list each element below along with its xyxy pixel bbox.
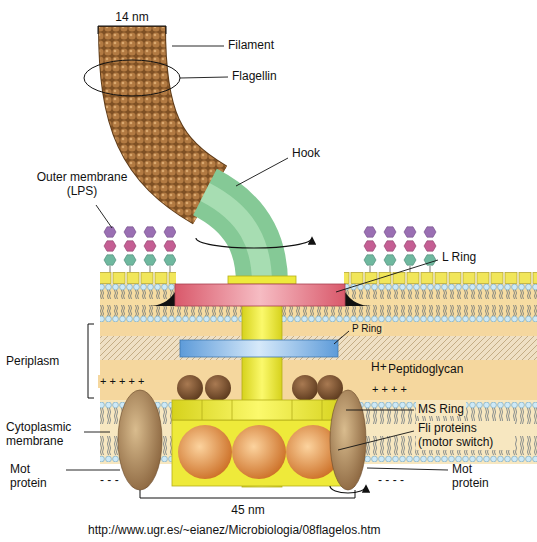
rod-collar [228,276,296,284]
part-label: Peptidoglycan [386,362,465,376]
leader-line [236,158,288,186]
part-label: Periplasm [4,354,61,368]
lps-chains-right [360,226,440,272]
brown-sphere [292,375,318,401]
l-ring [175,284,345,306]
leader-line [66,470,120,471]
part-label: Hook [290,146,322,160]
rotation-arrow [196,238,312,248]
lps-chains-left [100,226,176,272]
lps-core-left [100,272,176,284]
part-label: Mot protein [8,462,67,491]
part-label: - - - - [376,473,406,487]
leader-line [367,468,448,470]
ms-ring [172,400,345,420]
filament-outline [132,26,210,195]
part-label: + + + + + [98,375,146,388]
leader-line [346,410,414,411]
filament [132,27,210,195]
part-label: http://www.ugr.es/~eianez/Microbiologia/… [86,523,383,537]
brown-sphere [205,375,231,401]
part-label: MS Ring [416,402,466,416]
rotation-arrow [330,486,366,493]
flagellin-ring [84,60,180,96]
part-label: H+ [369,360,389,374]
periplasm-bracket [88,324,94,398]
part-label: 14 nm [100,10,164,24]
part-label: Filament [226,38,276,52]
leader-line [336,260,438,292]
brown-sphere [177,375,203,401]
part-label: Outer membrane (LPS) [30,170,134,199]
hook [205,192,262,284]
mot-protein [330,390,366,490]
dimension-bracket [140,490,355,498]
p-ring [180,340,338,357]
lps-core-right [344,272,537,284]
leader-line [338,431,414,450]
mot-protein [118,390,162,490]
fli-protein [232,425,286,479]
part-label: Fli proteins (motor switch) [416,421,515,450]
hook-highlight [205,192,262,284]
leader-line [96,205,112,228]
leader-line [172,46,224,47]
periplasm-ground [100,322,537,402]
leader-lines [66,46,448,470]
part-label: Flagellin [230,69,279,83]
ms-ring-segments [202,400,322,420]
part-label: - - - [98,473,121,487]
leader-line [180,77,228,78]
leader-line [84,432,110,433]
part-label: Mot protein [450,462,514,491]
fli-protein [178,425,232,479]
part-label: 45 nm [216,503,280,517]
leader-line [334,331,349,344]
part-label: P Ring [350,323,384,335]
part-label: Cytoplasmic membrane [4,420,88,449]
part-label: + + + + [370,383,409,396]
c-ring [172,420,345,486]
part-label: L Ring [440,250,478,264]
dimension-bracket [98,26,166,34]
outer-membrane-bilayer [100,284,537,322]
peptidoglycan-layer [100,336,537,360]
outer-membrane-ground [100,284,537,322]
